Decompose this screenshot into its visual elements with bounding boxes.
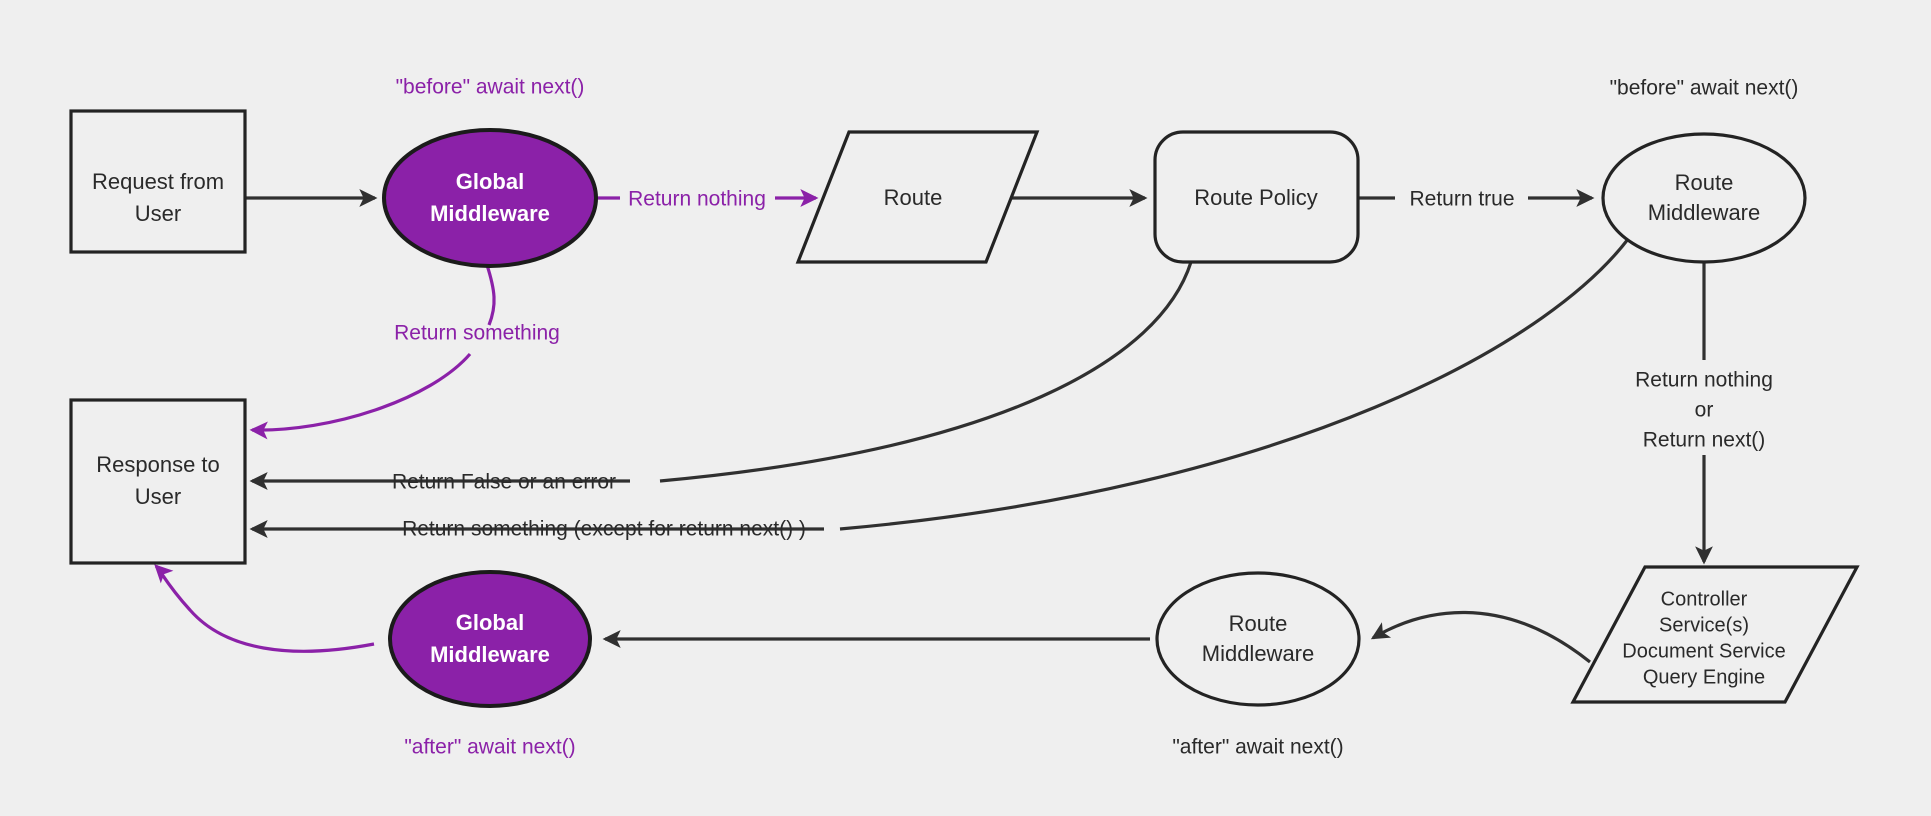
- edge-label-or: or: [1695, 399, 1714, 422]
- edge-label-return-false-or-error: Return False or an error: [392, 471, 616, 494]
- route-middleware-after-label-line2: Middleware: [1202, 641, 1315, 666]
- route-shape: [795, 130, 1040, 264]
- request-from-user-shape: [69, 109, 247, 254]
- edge-label-return-nothing: Return nothing: [628, 188, 766, 211]
- edge-global-middleware-to-route: Return nothing: [596, 188, 819, 211]
- node-request-from-user[interactable]: Request from User: [69, 109, 247, 254]
- node-controller-services[interactable]: Controller Service(s) Document Service Q…: [1570, 565, 1860, 704]
- edge-label-return-nothing-route-middleware: Return nothing: [1635, 369, 1773, 392]
- edge-label-return-true: Return true: [1409, 188, 1514, 211]
- node-global-middleware-after[interactable]: Global Middleware: [388, 570, 592, 708]
- global-middleware-after-label-line2: Middleware: [430, 642, 550, 667]
- node-route-middleware-before[interactable]: Route Middleware: [1601, 132, 1807, 264]
- request-from-user-label-line2: User: [135, 201, 181, 226]
- edge-controller-to-route-middleware-after: [1370, 610, 1591, 664]
- request-from-user-label-line1: Request from: [92, 169, 224, 194]
- controller-services-label-line2: Service(s): [1659, 614, 1749, 636]
- edge-global-middleware-to-response: Return something: [249, 264, 560, 440]
- global-middleware-before-shape: [382, 128, 598, 268]
- controller-services-label-line3: Document Service: [1622, 640, 1785, 662]
- node-global-middleware-before[interactable]: Global Middleware: [382, 128, 598, 268]
- global-middleware-before-label-line2: Middleware: [430, 201, 550, 226]
- response-to-user-shape: [69, 398, 247, 565]
- node-route-middleware-after[interactable]: Route Middleware: [1155, 571, 1361, 707]
- route-middleware-before-label-line2: Middleware: [1648, 200, 1761, 225]
- edge-route-middleware-to-controller: Return nothing or Return next(): [1635, 222, 1773, 565]
- route-policy-label: Route Policy: [1194, 185, 1318, 210]
- node-route[interactable]: Route: [795, 130, 1040, 264]
- route-policy-shape: [1153, 130, 1360, 264]
- edge-label-return-next: Return next(): [1643, 429, 1766, 452]
- node-route-policy[interactable]: Route Policy: [1153, 130, 1360, 264]
- global-middleware-before-label-line1: Global: [456, 169, 524, 194]
- controller-services-label-line1: Controller: [1661, 588, 1748, 610]
- global-middleware-after-label-line1: Global: [456, 610, 524, 635]
- controller-services-shape: [1570, 565, 1860, 704]
- node-response-to-user[interactable]: Response to User: [69, 398, 247, 565]
- controller-services-label-line4: Query Engine: [1643, 666, 1765, 688]
- route-middleware-before-shape: [1601, 132, 1807, 264]
- response-to-user-label-line1: Response to: [96, 452, 220, 477]
- route-middleware-before-label-line1: Route: [1675, 170, 1734, 195]
- annotation-before-await-next-route: "before" await next(): [1610, 77, 1799, 100]
- edge-route-policy-to-response: Return False or an error: [249, 261, 1193, 494]
- edge-label-return-something: Return something: [394, 322, 560, 345]
- route-middleware-after-shape: [1155, 571, 1361, 707]
- edge-route-middleware-to-response: Return something (except for return next…: [249, 224, 1640, 541]
- route-label: Route: [884, 185, 943, 210]
- annotation-before-await-next-global: "before" await next(): [396, 76, 585, 99]
- response-to-user-label-line2: User: [135, 484, 181, 509]
- route-middleware-after-label-line1: Route: [1229, 611, 1288, 636]
- global-middleware-after-shape: [388, 570, 592, 708]
- annotation-after-await-next-global: "after" await next(): [404, 736, 575, 759]
- edge-label-return-something-except: Return something (except for return next…: [402, 518, 806, 541]
- edge-global-middleware-after-to-response: [154, 564, 375, 653]
- annotation-after-await-next-route: "after" await next(): [1172, 736, 1343, 759]
- edge-route-policy-to-route-middleware: Return true: [1358, 188, 1595, 211]
